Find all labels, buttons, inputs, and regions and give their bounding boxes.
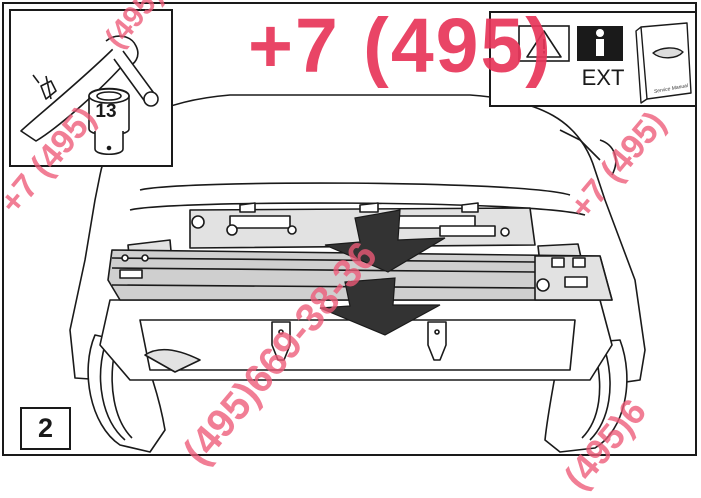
left-clip xyxy=(271,321,291,361)
warning-triangle-icon xyxy=(518,25,570,62)
cargo-floor-edge xyxy=(139,182,571,196)
upper-arrow xyxy=(324,209,446,273)
info-icon xyxy=(577,26,623,61)
info-panel xyxy=(489,11,697,107)
socket-size-label: 13 xyxy=(95,101,117,122)
watermark-phone: +7 (495) xyxy=(248,3,553,89)
tool-panel xyxy=(9,9,173,167)
lower-arrow xyxy=(319,277,441,336)
diagram-frame xyxy=(2,2,697,456)
ext-label: EXT xyxy=(581,65,625,90)
wrench-icon xyxy=(20,35,159,142)
step-number: 2 xyxy=(37,413,54,443)
vehicle-rear-illustration xyxy=(69,94,646,453)
socket-icon xyxy=(88,87,130,156)
service-manual-icon xyxy=(635,22,692,104)
right-clip xyxy=(427,321,447,361)
step-indicator: 2 xyxy=(20,407,71,450)
